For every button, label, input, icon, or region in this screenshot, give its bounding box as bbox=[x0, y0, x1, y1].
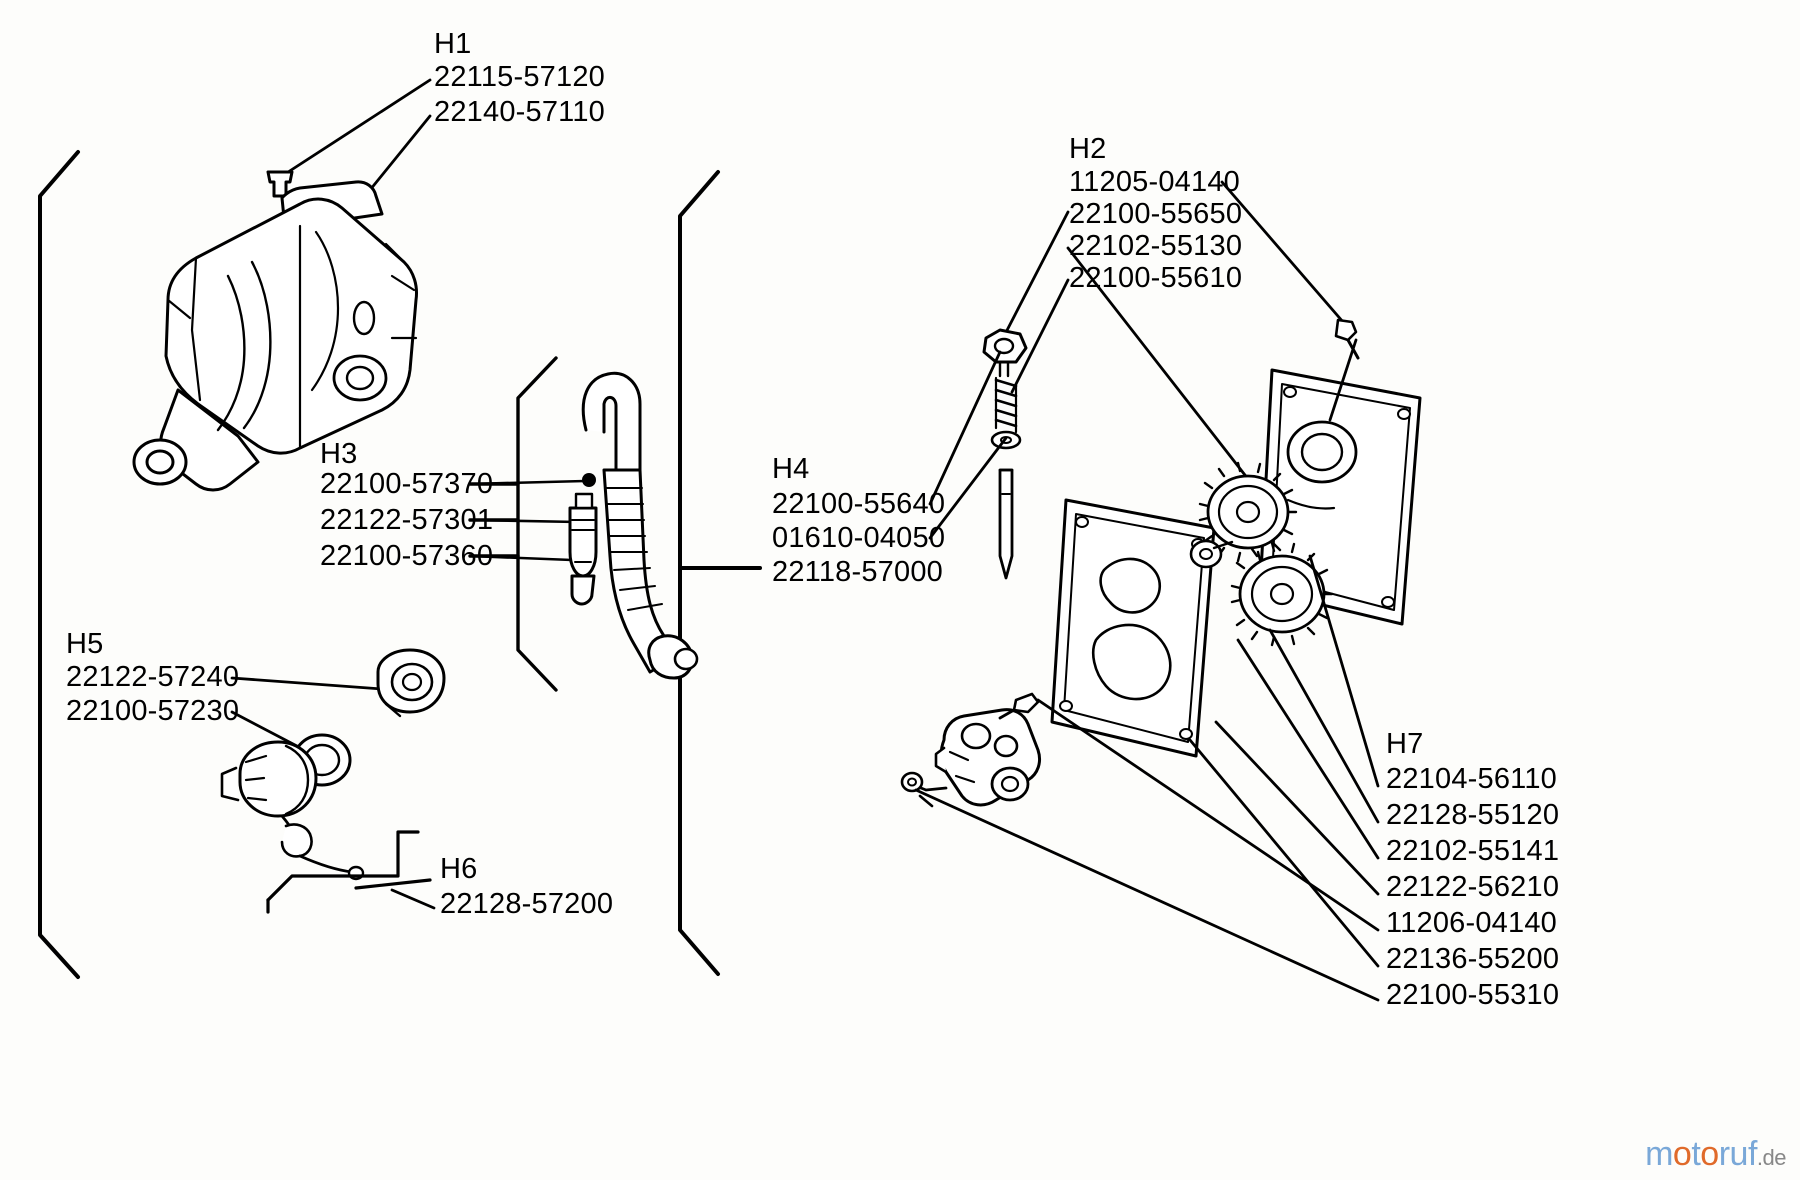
leaders-h7 bbox=[914, 338, 1380, 1002]
part-number-h7-3: 22102-55141 bbox=[1386, 835, 1560, 867]
leaders-h6 bbox=[390, 888, 436, 910]
group-label-h4: H4 bbox=[772, 453, 810, 485]
part-number-h6-1: 22128-57200 bbox=[440, 888, 614, 920]
part-number-h7-7: 22100-55310 bbox=[1386, 979, 1560, 1011]
bracket-h6 bbox=[266, 830, 432, 914]
part-number-h1-1: 22115-57120 bbox=[434, 61, 605, 93]
part-number-h3-1: 22100-57370 bbox=[320, 468, 494, 500]
part-number-h7-6: 22136-55200 bbox=[1386, 943, 1560, 975]
part-h2-bolt-assembly bbox=[982, 318, 1360, 580]
part-number-h4-3: 22118-57000 bbox=[772, 556, 943, 588]
part-number-h2-1: 11205-04140 bbox=[1069, 166, 1240, 198]
part-number-h3-3: 22100-57360 bbox=[320, 540, 494, 572]
site-watermark: motoruf.de bbox=[1645, 1135, 1786, 1174]
leaders-h2 bbox=[1000, 180, 1352, 522]
part-number-h3-2: 22122-57301 bbox=[320, 504, 494, 536]
group-label-h1: H1 bbox=[434, 28, 472, 60]
h3-callout-dot bbox=[582, 473, 596, 487]
bracket-right bbox=[678, 170, 762, 976]
part-number-h5-2: 22100-57230 bbox=[66, 695, 240, 727]
part-number-h7-5: 11206-04140 bbox=[1386, 907, 1557, 939]
bracket-left bbox=[38, 150, 80, 979]
part-number-h7-2: 22128-55120 bbox=[1386, 799, 1560, 831]
part-h3-fuel-hose bbox=[568, 371, 699, 680]
part-number-h5-1: 22122-57240 bbox=[66, 661, 240, 693]
leaders-h3 bbox=[468, 479, 587, 562]
part-h7-gears bbox=[1189, 461, 1334, 647]
part-number-h7-1: 22104-56110 bbox=[1386, 763, 1557, 795]
part-number-h2-4: 22100-55610 bbox=[1069, 262, 1243, 294]
group-label-h5: H5 bbox=[66, 628, 104, 660]
part-number-h1-2: 22140-57110 bbox=[434, 96, 605, 128]
part-number-h2-3: 22102-55130 bbox=[1069, 230, 1243, 262]
part-h5-fuel-cap bbox=[220, 648, 446, 818]
part-h1-engine-cover bbox=[132, 170, 418, 492]
part-number-h7-4: 22122-56210 bbox=[1386, 871, 1560, 903]
group-label-h2: H2 bbox=[1069, 133, 1107, 165]
group-label-h7: H7 bbox=[1386, 728, 1424, 760]
group-label-h6: H6 bbox=[440, 853, 478, 885]
leaders-h4 bbox=[928, 350, 1008, 540]
watermark-brand: motoruf bbox=[1645, 1135, 1757, 1173]
part-number-h4-1: 22100-55640 bbox=[772, 488, 946, 520]
part-h6-spring bbox=[280, 814, 365, 881]
watermark-tld: .de bbox=[1756, 1145, 1787, 1170]
leaders-h1 bbox=[280, 78, 432, 192]
group-label-h3: H3 bbox=[320, 438, 358, 470]
part-number-h2-2: 22100-55650 bbox=[1069, 198, 1243, 230]
part-h7-oil-pump bbox=[900, 692, 1042, 808]
part-h7-front-plate bbox=[1050, 498, 1216, 758]
part-number-h4-2: 01610-04050 bbox=[772, 522, 946, 554]
